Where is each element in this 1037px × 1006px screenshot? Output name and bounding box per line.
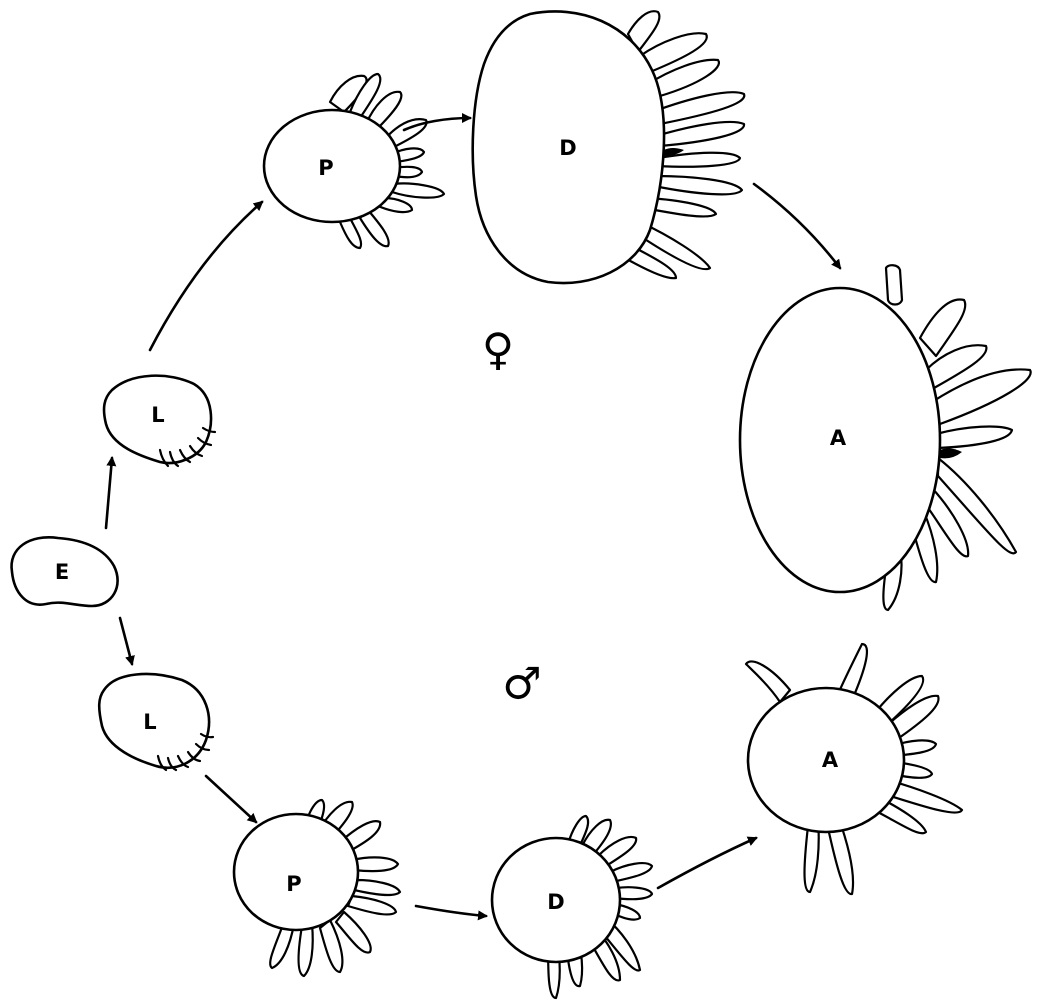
adult-male-label: A <box>822 748 839 772</box>
egg-label: E <box>55 560 69 584</box>
arrow-deutonymph-to-adult-male <box>658 838 756 888</box>
adult-male-stage: A <box>746 644 962 894</box>
protonymph-female-stage: P <box>264 74 444 248</box>
arrow-larva-to-protonymph-male <box>206 776 256 822</box>
protonymph-male-stage: P <box>234 800 400 976</box>
arrow-larva-to-protonymph-female <box>150 202 262 350</box>
deutonymph-female-label: D <box>559 136 576 160</box>
protonymph-female-label: P <box>318 156 333 180</box>
larva-male-stage: L <box>99 674 213 770</box>
larva-female-stage: L <box>104 376 215 466</box>
female-symbol: ♀ <box>482 325 514 376</box>
larva-female-label: L <box>151 403 164 427</box>
deutonymph-male-stage: D <box>492 816 652 998</box>
larva-male-label: L <box>143 710 156 734</box>
protonymph-male-label: P <box>286 872 301 896</box>
deutonymph-female-stage: D <box>473 11 745 283</box>
adult-female-stage: A <box>740 265 1031 610</box>
male-symbol: ♂ <box>502 659 541 710</box>
arrow-egg-to-larva-male <box>120 618 132 664</box>
arrow-protonymph-to-deutonymph-male <box>416 906 486 916</box>
arrow-egg-to-larva-female <box>106 458 112 528</box>
arrow-deutonymph-to-adult-female <box>754 184 840 268</box>
adult-female-label: A <box>830 426 847 450</box>
egg-stage: E <box>12 537 118 606</box>
deutonymph-male-label: D <box>547 890 564 914</box>
